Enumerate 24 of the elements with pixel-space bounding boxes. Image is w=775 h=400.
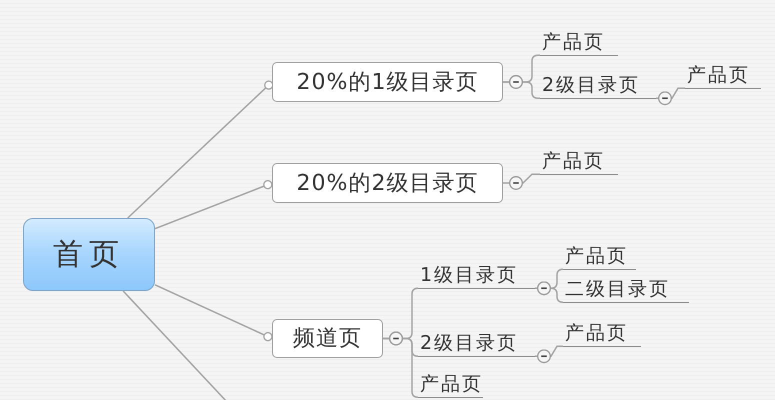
topic-box: 频道页 [272,319,383,358]
underlined-topic: 产品页 [540,148,618,175]
connector-line [535,281,564,303]
connector-line [154,180,272,230]
underlined-topic: 产品页 [540,29,618,56]
underlined-topic: 产品页 [685,62,761,89]
connector-line [503,74,540,99]
connector-line [503,174,540,190]
connector-line [122,290,229,400]
underlined-topic: 1级目录页 [418,262,535,289]
underlined-topic: 二级目录页 [563,276,689,303]
underlined-topic: 2级目录页 [418,330,535,357]
underlined-topic: 产品页 [563,320,641,347]
underlined-topic: 产品页 [563,243,636,270]
underlined-topic: 2级目录页 [540,72,656,99]
connector-line [383,331,419,398]
connector-line [127,80,274,219]
central-topic: 首页 [23,218,155,291]
underlined-topic: 产品页 [418,371,483,398]
connector-line [535,346,563,364]
connector-line [154,284,273,342]
topic-box: 20%的1级目录页 [272,62,503,102]
connector-line [656,88,685,106]
topic-box: 20%的2级目录页 [272,163,503,203]
